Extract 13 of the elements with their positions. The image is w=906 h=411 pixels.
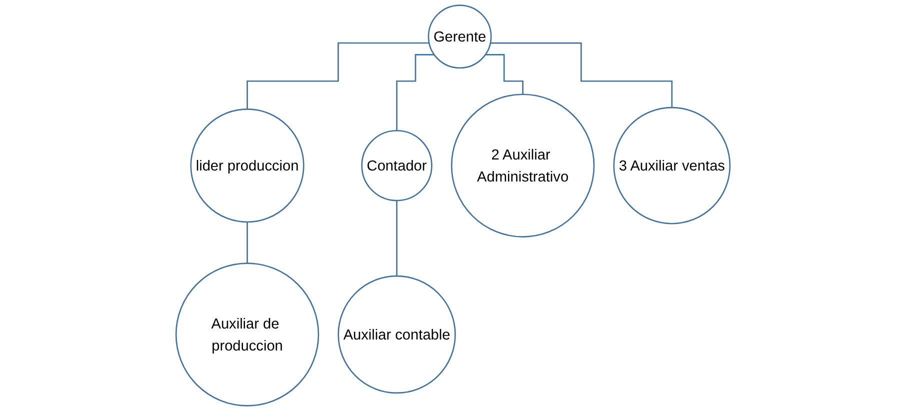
connector [485,54,524,96]
node-circle: 2 Auxiliar Administrativo [450,94,595,238]
node-circle: Auxiliar contable [338,275,456,394]
connector [396,54,434,132]
connector [246,221,248,264]
connector [396,200,398,277]
node-circle: 3 Auxiliar ventas [613,106,731,224]
node-circle: lider produccion [190,108,304,223]
node-circle: Gerente [428,4,492,69]
connector [490,42,673,108]
connector [246,42,430,110]
node-circle: Auxiliar de produccion [175,262,320,406]
node-circle: Contador [361,130,432,202]
